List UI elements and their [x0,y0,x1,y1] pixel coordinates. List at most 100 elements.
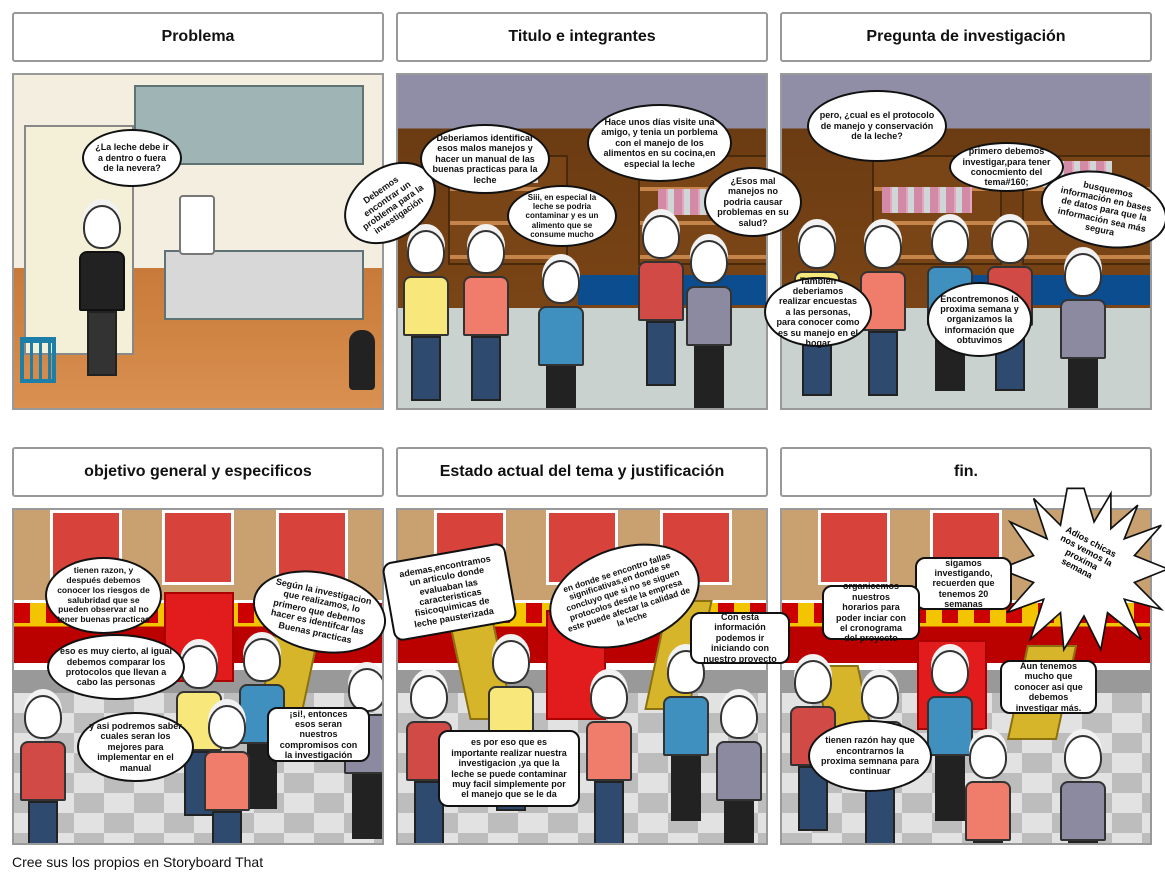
scene-decoration [20,741,66,801]
scene-decoration [1060,299,1106,359]
speech-bubble: Encontremonos la proxima semana y organi… [927,282,1032,357]
scene-decoration [348,668,382,712]
speech-bubble: es por eso que es importante realizar nu… [438,730,580,807]
scene-decoration [1068,359,1098,408]
trash-bin-icon [20,337,56,383]
speech-bubble: eso es muy cierto, al igual debemos comp… [47,634,185,700]
speech-bubble: ¿Esos mal manejos no podria causar probl… [704,167,802,237]
scene-decoration [694,346,724,408]
speech-bubble: organicemos nuestros horarios para poder… [822,581,920,643]
panel-title-1: Problema [12,12,384,62]
scene-decoration [467,230,505,274]
scene-decoration [411,336,441,401]
character [463,230,509,401]
scene-decoration [991,220,1029,264]
speech-bubble: Aun tenemos mucho que conocer asi que de… [1000,660,1097,714]
panel-scene-3: pero, ¿cual es el protocolo de manejo y … [764,73,1165,410]
scene-decoration [28,801,58,843]
panel-title-3: Pregunta de investigación [780,12,1152,62]
character [686,240,732,408]
panel-scene-6: Adios chicas nos vemos la proxima semana… [780,487,1165,845]
scene-decoration [463,276,509,336]
character [79,205,125,376]
character [204,705,250,843]
scene-decoration [638,261,684,321]
speech-bubble: sigamos investigando, recuerden que tene… [915,557,1012,610]
scene-decoration [414,781,444,843]
scene-decoration [352,774,382,839]
scene-decoration [927,696,973,756]
scene-decoration [407,230,445,274]
scene-decoration [931,220,969,264]
speech-bubble: ¿La leche debe ir a dentro o fuera de la… [82,129,182,187]
scene-decoration [180,645,218,689]
speech-bubble: Deberiamos identificar esos malos manejo… [420,124,550,194]
scene-decoration [164,250,364,320]
panel-title-6: fin. [780,447,1152,497]
speech-bubble: tienen razon, y después debemos conocer … [45,557,162,634]
panel-title-5: Estado actual del tema y justificación [396,447,768,497]
scene-decoration [83,205,121,249]
scene-decoration [538,306,584,366]
milk-container [179,195,215,255]
scene-decoration [969,735,1007,779]
scene-decoration [586,721,632,781]
character [20,695,66,843]
scene-decoration [690,240,728,284]
storyboard-that-footer-link[interactable]: Cree sus los propios en Storyboard That [12,854,264,870]
scene-decoration [24,695,62,739]
scene-decoration [492,640,530,684]
speech-bubble: pero, ¿cual es el protocolo de manejo y … [807,90,947,162]
speech-bubble: Con esta información podemos ir iniciand… [690,612,790,664]
scene-decoration [1060,781,1106,841]
speech-bubble: primero debemos investigar,para tener co… [949,142,1064,192]
panel-scene-5: ademas,encontramos un articulo donde eva… [381,508,790,845]
character [403,230,449,401]
scene-decoration [716,741,762,801]
speech-bubble: ¡si!, entonces esos seran nuestros compr… [267,707,370,762]
scene-decoration [686,286,732,346]
scene-decoration [590,675,628,719]
scene-decoration [861,675,899,719]
scene-decoration [243,638,281,682]
cat [349,330,375,390]
scene-decoration [868,331,898,396]
scene-decoration [935,756,965,821]
scene-decoration [212,811,242,843]
speech-bubble: tienen razón hay que encontrarnos la pro… [808,720,932,792]
character [716,695,762,843]
speech-bubble: y asi podremos saber cuales seran los me… [77,712,194,782]
scene-decoration [663,696,709,756]
character [1060,735,1106,843]
scene-decoration [864,225,902,269]
character [538,260,584,408]
scene-decoration [671,756,701,821]
scene-decoration [471,336,501,401]
exclamation-burst-bubble: Adios chicas nos vemos la proxima semana [1000,485,1165,653]
panel-scene-4: tienen razon, y después debemos conocer … [12,508,394,845]
scene-decoration [546,366,576,408]
character [1060,253,1106,408]
character [586,675,632,843]
scene-decoration [973,841,1003,843]
scene-decoration [646,321,676,386]
scene-decoration [1064,735,1102,779]
panel-title-4: objetivo general y especificos [12,447,384,497]
scene-decoration [642,215,680,259]
scene-decoration [818,510,890,585]
scene-decoration [542,260,580,304]
speech-bubble: También deberiamos realizar encuestas a … [764,276,872,348]
scene-decoration [403,276,449,336]
scene-decoration [882,187,972,213]
scene-decoration [1064,253,1102,297]
speech-bubble: Hace unos días visite una amigo, y tenia… [587,104,732,182]
scene-decoration [720,695,758,739]
scene-decoration [931,650,969,694]
scene-decoration [87,311,117,376]
panel-scene-2: Debemos encontrar un problema para la in… [328,73,802,410]
kitchen-background [14,75,382,408]
panel-scene-1: ¿La leche debe ir a dentro o fuera de la… [12,73,384,410]
scene-decoration [1068,841,1098,843]
scene-decoration [162,510,234,585]
character [638,215,684,386]
